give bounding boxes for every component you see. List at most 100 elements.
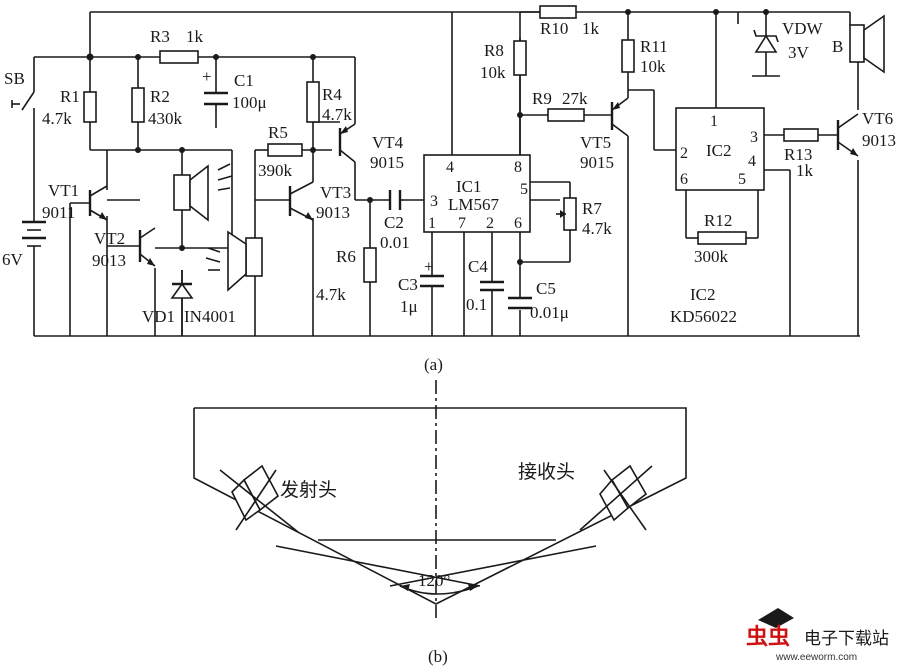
graduation-cap-icon xyxy=(758,608,794,628)
watermark-text: 电子下载站 xyxy=(804,629,889,649)
resistor-r2: R2 430k xyxy=(131,87,183,128)
label-vt1: VT1 xyxy=(48,181,79,200)
capacitor-c3: + C3 1μ xyxy=(398,257,444,316)
transistor-vt6: VT6 9013 xyxy=(836,109,896,157)
capacitor-c1: + C1 100μ xyxy=(202,67,267,112)
angle-arc: 120° xyxy=(399,571,479,595)
potentiometer-r7: R7 4.7k xyxy=(556,197,612,238)
label-ic2: IC2 xyxy=(706,141,732,160)
label-r3: R3 xyxy=(150,27,170,46)
label-r8: R8 xyxy=(484,41,504,60)
label-r5: R5 xyxy=(268,123,288,142)
watermark-logo: 虫虫 xyxy=(746,624,790,650)
ic1-pin-2: 2 xyxy=(486,215,494,232)
value-ic2: KD56022 xyxy=(670,307,737,326)
speaker-icon: B xyxy=(832,14,885,74)
label-emitter: 发射头 xyxy=(280,479,337,501)
ic2-pin-5: 5 xyxy=(738,171,746,188)
resistor-r5: R5 390k xyxy=(258,123,303,180)
value-r4: 4.7k xyxy=(322,105,352,124)
zener-vdw: VDW 3V xyxy=(753,19,824,62)
ic2-kd56022: 1 3 2 IC2 4 6 5 IC2 KD56022 xyxy=(670,107,765,326)
value-c1: 100μ xyxy=(232,93,267,112)
label-c2: C2 xyxy=(384,213,404,232)
resistor-r10: R10 1k xyxy=(539,5,600,38)
value-vt5: 9015 xyxy=(580,153,614,172)
label-c1: C1 xyxy=(234,71,254,90)
label-r11: R11 xyxy=(640,37,668,56)
resistor-r8: R8 10k xyxy=(480,40,527,82)
label-ic2-bottom: IC2 xyxy=(690,285,716,304)
label-r2: R2 xyxy=(150,87,170,106)
label-c5: C5 xyxy=(536,279,556,298)
label-r13: R13 xyxy=(784,145,812,164)
ic1-pin-1: 1 xyxy=(428,215,436,232)
value-vt1: 9011 xyxy=(42,203,75,222)
label-r12: R12 xyxy=(704,211,732,230)
emitter-transducer-icon xyxy=(219,464,299,533)
label-r4: R4 xyxy=(322,85,342,104)
ic1-pin-7: 7 xyxy=(458,215,466,232)
value-c3: 1μ xyxy=(400,297,418,316)
transistor-vt5: VT5 9015 xyxy=(580,97,629,172)
diode-vd1: VD1 IN4001 xyxy=(142,270,236,336)
value-r6: 4.7k xyxy=(316,285,346,304)
value-c4: 0.1 xyxy=(466,295,487,314)
transistor-vt1: VT1 9011 xyxy=(42,181,108,222)
label-vdw: VDW xyxy=(782,19,824,38)
value-vt2: 9013 xyxy=(92,251,126,270)
label-vd1: VD1 xyxy=(142,307,175,326)
label-vt2: VT2 xyxy=(94,229,125,248)
value-r10: 1k xyxy=(582,19,600,38)
value-vt6: 9013 xyxy=(862,131,896,150)
value-ic1: LM567 xyxy=(448,195,500,214)
value-r13: 1k xyxy=(796,161,814,180)
ic1-pin-6: 6 xyxy=(514,215,522,232)
ic2-pin-6: 6 xyxy=(680,171,688,188)
value-c5: 0.01μ xyxy=(530,303,569,322)
receiver-transducer-icon xyxy=(579,464,653,531)
resistor-r12: R12 300k xyxy=(694,211,747,266)
switch-sb: SB xyxy=(4,69,35,111)
value-r7: 4.7k xyxy=(582,219,612,238)
value-r3: 1k xyxy=(186,27,204,46)
value-r12: 300k xyxy=(694,247,729,266)
resistor-r13: R13 1k xyxy=(783,128,819,180)
ic2-pin-2: 2 xyxy=(680,145,688,162)
circuit-wiring xyxy=(33,11,860,337)
value-r9: 27k xyxy=(562,89,588,108)
ic2-pin-1: 1 xyxy=(710,113,718,130)
capacitor-c4: C4 0.1 xyxy=(466,257,504,314)
ic1-pin-3: 3 xyxy=(430,193,438,210)
value-vd1: IN4001 xyxy=(184,307,236,326)
caption-b: (b) xyxy=(428,647,448,666)
capacitor-c2: C2 0.01 xyxy=(380,190,410,252)
label-vt6: VT6 xyxy=(862,109,893,128)
value-vt3: 9013 xyxy=(316,203,350,222)
value-r1: 4.7k xyxy=(42,109,72,128)
label-r9: R9 xyxy=(532,89,552,108)
value-vt4: 9015 xyxy=(370,153,404,172)
ic1-pin-8: 8 xyxy=(514,159,522,176)
ic1-pin-5: 5 xyxy=(520,181,528,198)
value-r2: 430k xyxy=(148,109,183,128)
resistor-r4: R4 4.7k xyxy=(306,81,352,124)
ic1-pin-4: 4 xyxy=(446,159,454,176)
capacitor-c5: C5 0.01μ xyxy=(508,279,569,322)
label-vt4: VT4 xyxy=(372,133,404,152)
label-ic1: IC1 xyxy=(456,177,482,196)
value-r11: 10k xyxy=(640,57,666,76)
label-speaker: B xyxy=(832,37,843,56)
watermark-url: www.eeworm.com xyxy=(775,652,857,663)
resistor-r1: R1 4.7k xyxy=(42,87,97,128)
value-vdw: 3V xyxy=(788,43,810,62)
value-r5: 390k xyxy=(258,161,293,180)
resistor-r9: R9 27k xyxy=(532,89,588,122)
label-r7: R7 xyxy=(582,199,602,218)
caption-a: (a) xyxy=(424,355,443,374)
ultrasonic-receiver-icon xyxy=(205,230,263,292)
figure-b-housing xyxy=(193,380,687,618)
label-battery: 6V xyxy=(2,250,24,269)
